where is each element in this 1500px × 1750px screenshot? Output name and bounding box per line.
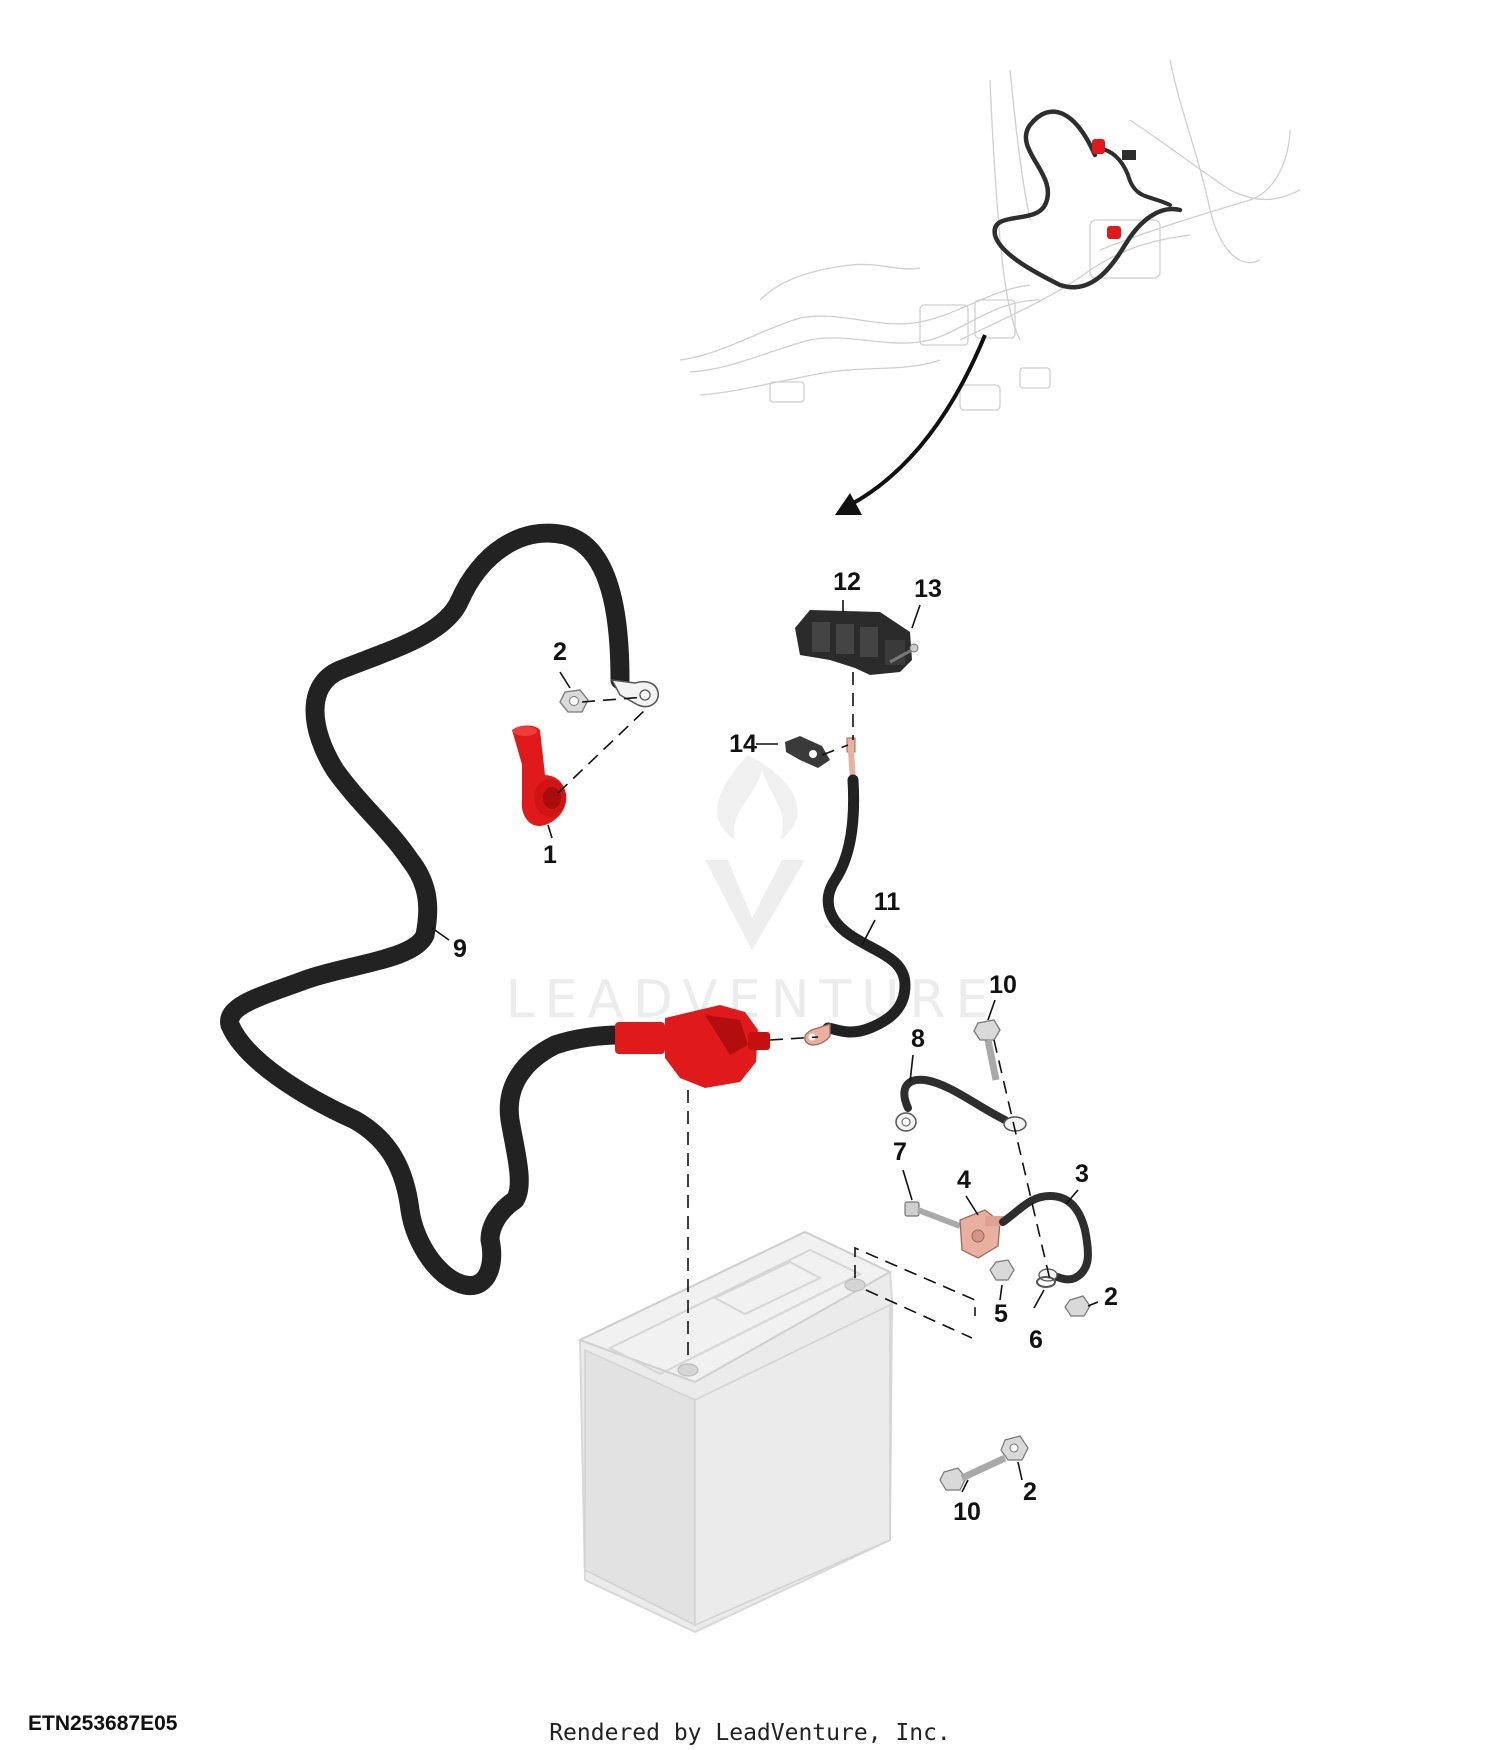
render-credit: Rendered by LeadVenture, Inc. [549, 1720, 951, 1746]
callout-2-upper: 2 [553, 638, 567, 666]
callout-10-upper: 10 [989, 971, 1017, 999]
callout-12: 12 [833, 568, 861, 596]
part-2-nut-upper [559, 689, 589, 713]
cable-9-ring-terminal [610, 679, 659, 708]
callout-5: 5 [994, 1300, 1008, 1328]
part-13-screw [889, 643, 919, 664]
callout-7: 7 [893, 1138, 907, 1166]
arrow-head-icon [835, 493, 862, 515]
part-7-bolt [904, 1201, 962, 1229]
part-4-copper-clamp [959, 1209, 1005, 1259]
callout-14: 14 [729, 730, 757, 758]
part-6-washer [1036, 1276, 1056, 1288]
assembly-lines [557, 672, 1051, 1362]
watermark-v-icon [705, 860, 805, 950]
callout-13: 13 [914, 575, 942, 603]
cable-11-group [804, 737, 911, 1046]
watermark-flame-icon [717, 755, 798, 840]
part-5-nut [989, 1259, 1015, 1281]
transition-arrow [835, 334, 987, 515]
callout-1: 1 [543, 841, 557, 869]
part-8-ground-cable [895, 1075, 1027, 1132]
callout-8: 8 [911, 1025, 925, 1053]
part-10-bolt-lower [939, 1454, 1007, 1491]
part-3-battery-cable [999, 1192, 1092, 1284]
overview-red-clamp [1107, 226, 1121, 239]
overview-assembly [679, 59, 1301, 411]
part-12-fuse-holder [795, 610, 912, 675]
callout-2-right: 2 [1104, 1283, 1118, 1311]
part-1-red-terminal-boot [512, 725, 567, 826]
figure-id: ETN253687E05 [28, 1712, 178, 1735]
callout-6: 6 [1029, 1326, 1043, 1354]
callout-11: 11 [874, 888, 901, 916]
callout-4: 4 [957, 1166, 971, 1194]
part-14-bracket [785, 736, 830, 768]
battery [577, 1230, 894, 1634]
leader-lines [431, 600, 1099, 1493]
callout-3: 3 [1075, 1160, 1089, 1188]
battery-negative-post [844, 1278, 866, 1292]
part-10-bolt-upper [973, 1019, 1001, 1081]
red-junction-cover [615, 1005, 770, 1088]
callouts: 1 2 3 4 5 6 7 8 9 10 10 2 2 11 12 13 14 [453, 568, 1118, 1526]
callout-2-lower: 2 [1023, 1478, 1037, 1506]
cable-9-group [220, 523, 659, 1295]
watermark-text: LEADVENTURE [506, 970, 999, 1030]
overview-connector [1122, 150, 1136, 160]
battery-positive-post [677, 1363, 699, 1377]
part-2-nut-right [1064, 1295, 1091, 1317]
callout-10-lower: 10 [953, 1498, 981, 1526]
callout-9: 9 [453, 935, 467, 963]
watermark: LEADVENTURE [506, 755, 999, 1030]
overview-red-terminal [1092, 139, 1105, 154]
part-2-nut-lower [1000, 1435, 1029, 1461]
